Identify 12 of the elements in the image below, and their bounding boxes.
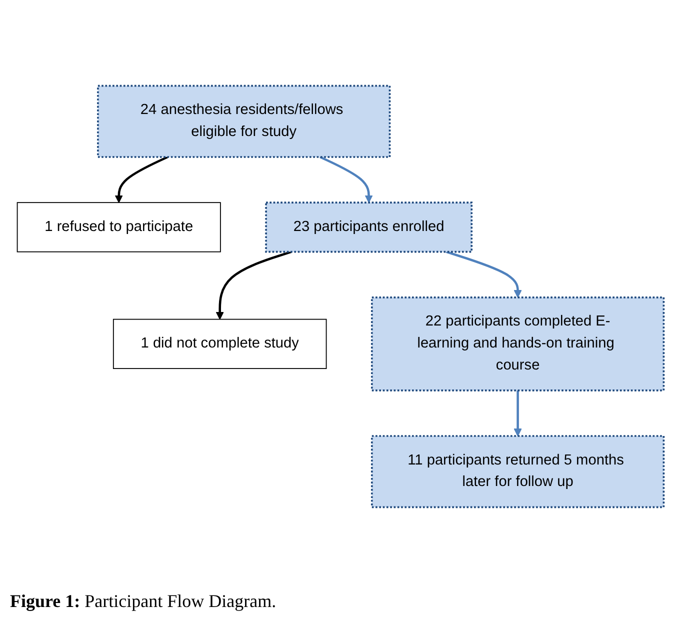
arrow: [514, 390, 522, 436]
arrow: [114, 156, 168, 203]
node-box: 1 did not complete study: [112, 318, 327, 369]
figure-caption: Figure 1: Participant Flow Diagram.: [10, 591, 278, 612]
node-box: 23 participants enrolled: [265, 202, 473, 253]
node-box: 11 participants returned 5 months later for follow up: [370, 435, 665, 508]
node-box: 1 refused to participate: [16, 202, 221, 252]
arrow: [320, 156, 373, 203]
arrow: [216, 250, 292, 320]
node-box: 24 anesthesia residents/fellows eligible for study: [97, 84, 391, 158]
node-box: 22 participants completed E-learning and hands-on training course: [370, 296, 665, 392]
arrow: [446, 250, 522, 298]
